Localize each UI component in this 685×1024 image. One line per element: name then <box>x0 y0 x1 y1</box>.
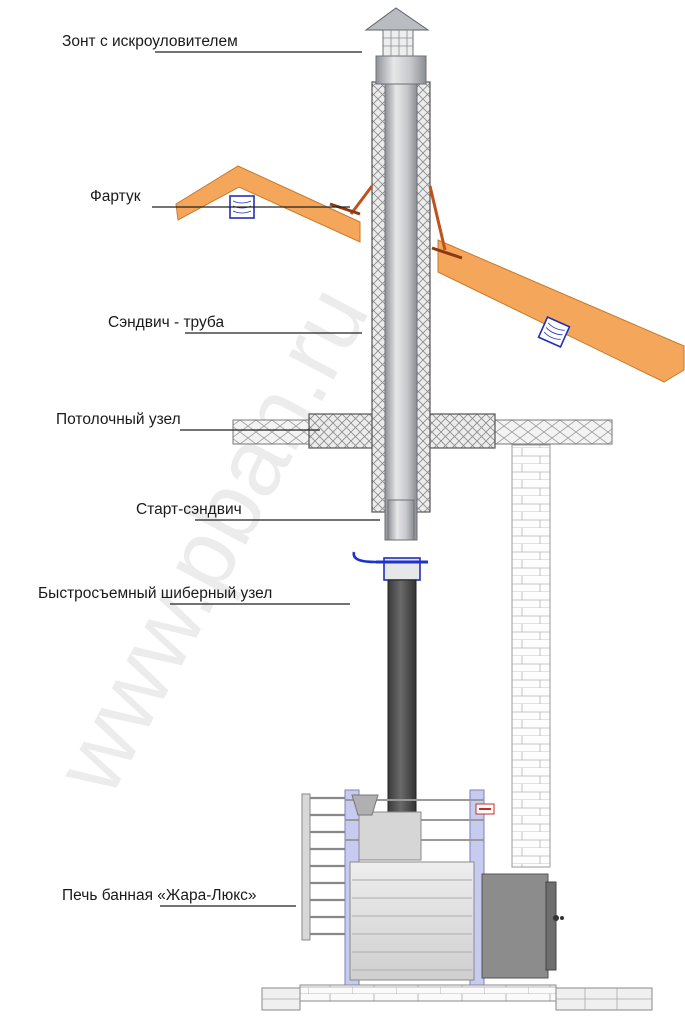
stove <box>301 789 564 986</box>
ceiling-slab <box>232 413 613 449</box>
stove-rails <box>305 796 345 936</box>
label-sandwich-pipe-text: Сэндвич - труба <box>108 314 224 331</box>
sandwich-pipe <box>371 55 431 541</box>
label-umbrella: Зонт с искроуловителем <box>62 33 362 53</box>
damper-unit <box>352 551 428 581</box>
stove-pipe <box>387 579 417 841</box>
label-sandwich-pipe: Сэндвич - труба <box>108 314 362 334</box>
umbrella-cap <box>364 7 430 57</box>
brick-wall <box>511 444 551 868</box>
label-ceiling-unit: Потолочный узел <box>56 411 320 431</box>
label-stove-text: Печь банная «Жара-Люкс» <box>62 887 257 904</box>
label-umbrella-text: Зонт с искроуловителем <box>62 33 238 50</box>
label-apron: Фартук <box>90 188 350 208</box>
label-start-sandwich: Старт-сэндвич <box>136 501 380 521</box>
label-ceiling-unit-text: Потолочный узел <box>56 411 181 428</box>
apron <box>329 185 463 260</box>
label-apron-text: Фартук <box>90 188 141 205</box>
watermark-text: www.pban.ru <box>34 270 389 811</box>
rafter-right <box>537 316 571 348</box>
label-stove: Печь банная «Жара-Люкс» <box>62 887 296 907</box>
label-damper: Быстросъемный шиберный узел <box>38 585 350 605</box>
label-start-sandwich-text: Старт-сэндвич <box>136 501 242 518</box>
label-damper-text: Быстросъемный шиберный узел <box>38 585 272 602</box>
floor-base <box>261 984 653 1011</box>
